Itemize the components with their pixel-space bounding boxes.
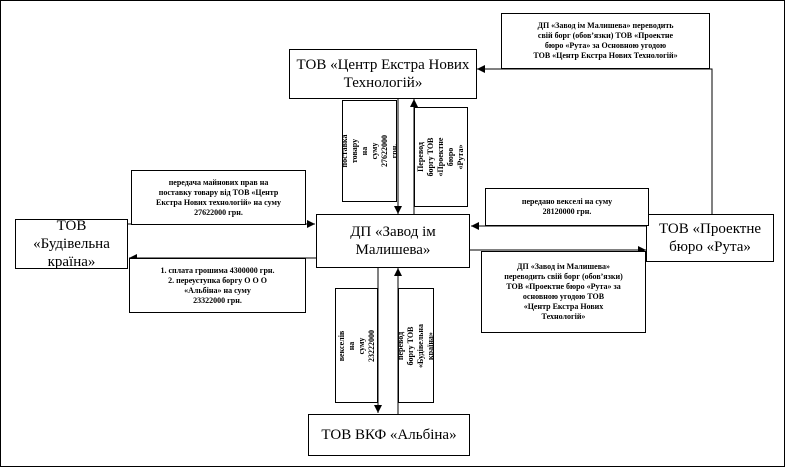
- note-property-rights-transfer: передача майнових прав на поставку товар…: [131, 170, 306, 225]
- note-bill-transfer-albina: передача векселів на суму 23222000 грн.: [335, 288, 378, 403]
- entity-ruta: ТОВ «Проектне бюро «Рута»: [646, 214, 774, 262]
- entity-budivelna: ТОВ «Будівельна країна»: [15, 218, 128, 270]
- note-zavod-transfers-debt-ruta: ДП «Завод ім Малишева» переводить свій б…: [481, 251, 646, 333]
- note-bill-transfer-ruta: передано векселі на суму 28120000 грн.: [485, 188, 649, 226]
- note-debt-transfer-ruta: Перевод боргу ТОВ «Проектне бюро «Рута»: [414, 107, 468, 207]
- entity-albina: ТОВ ВКФ «Альбіна»: [308, 414, 470, 456]
- entity-zavod: ДП «Завод ім Малишева»: [316, 214, 470, 268]
- note-supply-goods: поставка товару на суму 27622000 грн.: [342, 100, 397, 202]
- entity-centr: ТОВ «Центр Екстра Нових Технологій»: [289, 49, 477, 99]
- arrow-ruta-to-centr: [477, 65, 713, 214]
- note-zavod-transfers-debt-to-centr: ДП «Завод ім Малишева» переводить свій б…: [501, 13, 710, 69]
- note-payment-budivelna: 1. сплата грошима 4300000 грн. 2. переус…: [129, 258, 306, 313]
- note-debt-transfer-budivelna: перевод боргу ТОВ «Будівельна країна»: [398, 288, 434, 403]
